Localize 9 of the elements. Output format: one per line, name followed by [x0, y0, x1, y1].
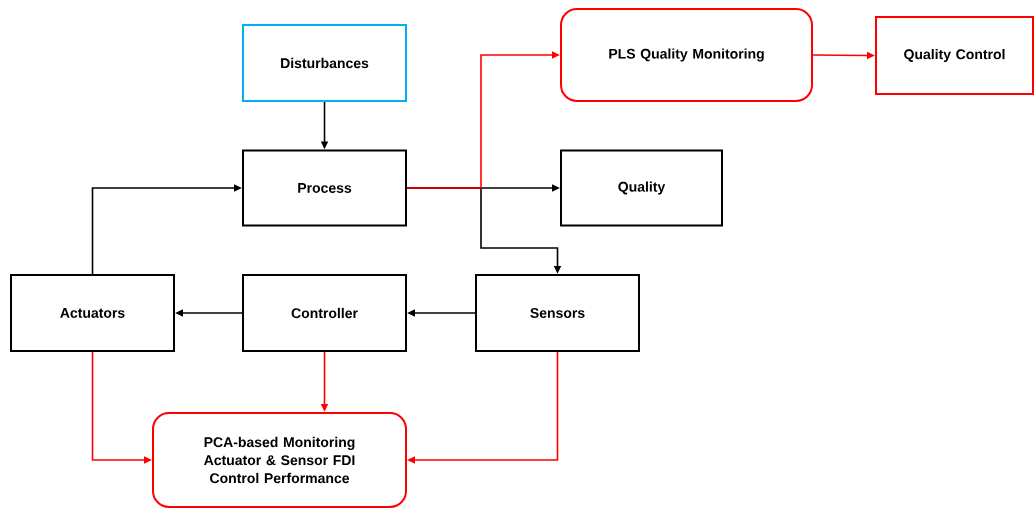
process-box: Sensors [475, 274, 640, 352]
process-box: Process [242, 149, 407, 227]
process-box: Quality [560, 149, 723, 227]
monitoring-box: PLS Quality Monitoring [560, 8, 813, 102]
process-box: Quality Control [875, 16, 1034, 95]
process-box: Controller [242, 274, 407, 352]
process-box: Actuators [10, 274, 175, 352]
process-box: Disturbances [242, 24, 407, 102]
monitoring-box: PCA-based Monitoring Actuator & Sensor FDI Control Performance [152, 412, 407, 508]
